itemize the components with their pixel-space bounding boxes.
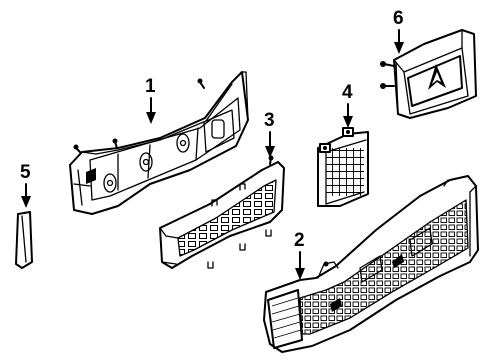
callout-6-label: 6 [393, 8, 404, 29]
part-1-tail-lamp-housing [69, 71, 249, 215]
callout-6: 6 [393, 8, 404, 54]
callout-2-label: 2 [294, 230, 305, 251]
part-6-emblem-lamp-housing [380, 29, 477, 119]
part-2-large-lens [263, 175, 479, 353]
callout-5: 5 [20, 162, 31, 208]
callout-4-label: 4 [342, 82, 353, 103]
callout-1-label: 1 [145, 76, 156, 97]
callout-1: 1 [145, 76, 156, 124]
callout-3: 3 [264, 110, 275, 158]
callout-3-label: 3 [264, 110, 275, 131]
part-4-small-lamp [317, 127, 369, 207]
callout-5-label: 5 [20, 162, 31, 183]
callout-4: 4 [342, 82, 353, 128]
part-3-lens [159, 155, 285, 269]
callout-2: 2 [294, 230, 305, 280]
part-5-reflector-strip [15, 211, 33, 269]
